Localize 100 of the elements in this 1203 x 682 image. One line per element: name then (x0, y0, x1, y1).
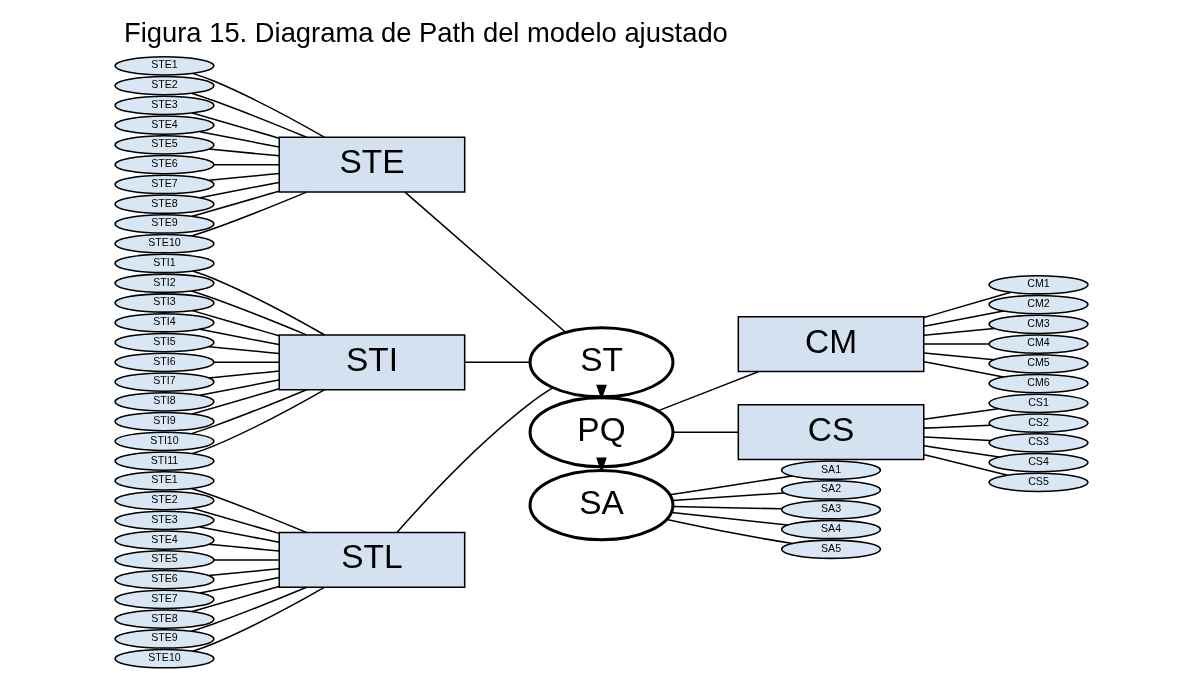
node-ellipse: STE6 (114, 154, 215, 175)
connector (191, 190, 280, 218)
connector (923, 445, 1001, 458)
node-ellipse: CS2 (988, 413, 1089, 433)
node-ellipse: STE7 (114, 174, 215, 195)
diagram-title: Figura 15. Diagrama de Path del modelo ajustado (124, 17, 728, 49)
connector (191, 585, 280, 613)
connector (190, 388, 308, 435)
node-ellipse: SA4 (780, 519, 882, 540)
node-ellipse: STI9 (114, 411, 215, 432)
node-ellipse: STI2 (114, 273, 215, 294)
connector (923, 360, 1005, 378)
connector (199, 130, 280, 148)
connector (199, 328, 280, 346)
connector (199, 379, 280, 397)
connector (923, 352, 995, 361)
node-ellipse: STE10 (114, 648, 215, 669)
node-ellipse: STE5 (114, 550, 215, 570)
node-ellipse: STI1 (114, 253, 215, 274)
connector (208, 345, 280, 355)
connector (199, 526, 280, 543)
node-ellipse: CM5 (988, 353, 1089, 374)
connector (191, 270, 326, 336)
connector (923, 343, 990, 345)
node-ellipse: STI6 (114, 352, 215, 373)
connector (191, 586, 326, 652)
connector (923, 453, 1009, 476)
connector (672, 431, 740, 433)
connector (208, 370, 280, 379)
connector (208, 543, 280, 552)
node-ellipse: STE10 (114, 233, 215, 254)
node-box: CS (737, 404, 925, 461)
node-ellipse: STI11 (114, 451, 215, 471)
connector (670, 511, 789, 526)
node-ellipse: STI3 (114, 293, 215, 313)
connector (213, 361, 280, 364)
node-box: STI (278, 334, 466, 391)
node-ellipse: STE9 (114, 214, 215, 234)
connector (199, 576, 280, 594)
connector (199, 181, 280, 199)
node-ellipse: STI7 (114, 372, 215, 392)
node-ellipse: CM4 (988, 334, 1089, 354)
node-ellipse: STI8 (114, 391, 215, 412)
node-ellipse: SA2 (780, 480, 882, 500)
connector (191, 507, 280, 535)
node-ellipse: STE2 (114, 490, 215, 511)
connector (191, 388, 280, 415)
connector (923, 310, 1005, 328)
node-ellipse: STE3 (114, 510, 215, 531)
connector (669, 475, 793, 496)
connector (191, 112, 280, 139)
node-ellipse: STE8 (114, 194, 215, 215)
connector (657, 370, 760, 412)
connector (190, 487, 308, 534)
node-ellipse: STI10 (114, 431, 215, 452)
connector (464, 361, 531, 364)
node-ellipse: STE9 (114, 629, 215, 649)
connector (213, 163, 280, 166)
node-ellipse: STE8 (114, 609, 215, 630)
connector (923, 424, 992, 429)
node-ellipse: STE6 (114, 569, 215, 590)
connector (672, 492, 785, 502)
connector (213, 559, 280, 561)
node-box: STE (278, 136, 466, 193)
node-ellipse: SA5 (780, 539, 882, 560)
connector (672, 505, 783, 510)
node-ellipse: CS4 (988, 452, 1089, 473)
node-ellipse: SA (528, 469, 675, 542)
connector (923, 291, 1012, 319)
connector (208, 148, 280, 157)
node-ellipse: STE4 (114, 115, 215, 136)
connector (190, 191, 308, 237)
node-ellipse: CM6 (988, 373, 1089, 394)
connector (666, 518, 794, 545)
node-ellipse: CM2 (988, 294, 1089, 315)
node-ellipse: STE7 (114, 589, 215, 610)
node-ellipse: CM3 (988, 314, 1089, 335)
connector (208, 567, 280, 577)
node-box: CM (737, 315, 925, 373)
connector (191, 72, 326, 138)
node-ellipse: CS5 (988, 472, 1089, 493)
node-ellipse: STE5 (114, 135, 215, 155)
connector (190, 290, 308, 336)
connector (191, 309, 280, 337)
node-ellipse: STI4 (114, 312, 215, 333)
node-ellipse: STE1 (114, 470, 215, 491)
connector (923, 408, 1000, 421)
node-ellipse: SA3 (780, 499, 882, 520)
connector (191, 389, 326, 455)
node-ellipse: CS3 (988, 432, 1089, 453)
connector (396, 386, 554, 534)
node-ellipse: STE3 (114, 95, 215, 116)
node-ellipse: STE2 (114, 75, 215, 96)
connector (923, 436, 992, 442)
connector (190, 586, 308, 632)
node-ellipse: STE4 (114, 530, 215, 550)
node-ellipse: CM1 (988, 274, 1089, 295)
connector (208, 172, 280, 182)
node-ellipse: STE1 (114, 56, 215, 76)
node-ellipse: STI5 (114, 332, 215, 353)
